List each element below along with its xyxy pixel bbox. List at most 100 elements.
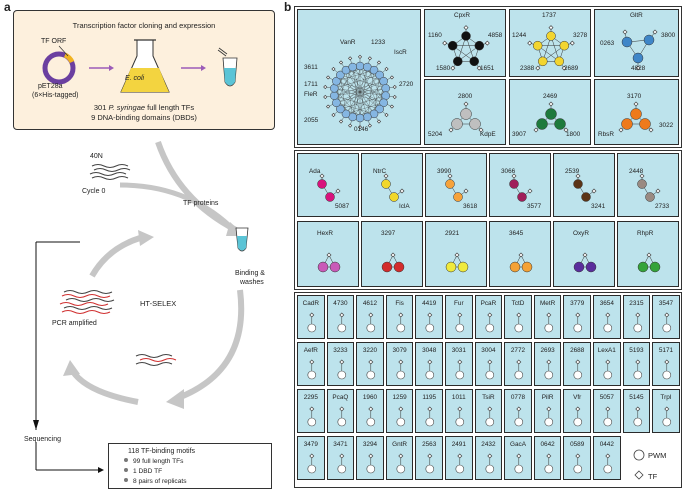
edge bbox=[359, 74, 380, 93]
edge bbox=[359, 88, 386, 93]
arrow-icon bbox=[89, 65, 114, 71]
singleton-node bbox=[485, 406, 494, 427]
cluster-title: RhpR bbox=[637, 230, 654, 237]
singleton-node bbox=[425, 312, 435, 333]
singleton-cell: 5171 bbox=[652, 342, 680, 386]
pair-network bbox=[381, 252, 405, 273]
pwm-node bbox=[330, 91, 339, 100]
singleton-node bbox=[573, 453, 583, 474]
singleton-cell: 2693 bbox=[533, 342, 562, 386]
singleton-label: 3479 bbox=[303, 441, 318, 448]
singleton-node bbox=[633, 406, 642, 427]
node-label: 2689 bbox=[564, 65, 579, 72]
pwm-node bbox=[389, 192, 399, 202]
singleton-node bbox=[425, 406, 435, 427]
tf-node bbox=[376, 119, 382, 124]
pwm-node bbox=[447, 40, 458, 51]
pwm-node bbox=[554, 118, 566, 130]
tf-node bbox=[450, 65, 456, 71]
node-label: VanR bbox=[340, 39, 356, 46]
pwm-node bbox=[573, 417, 583, 427]
selex-cycle-diagram bbox=[33, 141, 249, 473]
tf-node bbox=[454, 252, 460, 258]
dna-strands-icon bbox=[89, 164, 131, 180]
tf-node bbox=[399, 188, 405, 194]
cluster-title: 3645 bbox=[509, 230, 524, 237]
singleton-cell: 3004 bbox=[474, 342, 503, 386]
pwm-node bbox=[455, 323, 465, 333]
pwm-node bbox=[330, 84, 339, 93]
pair-network bbox=[509, 173, 533, 202]
singleton-node bbox=[514, 359, 524, 380]
tf-node bbox=[398, 406, 404, 412]
tf-node bbox=[392, 94, 397, 100]
tf-node bbox=[383, 173, 389, 179]
pwm-node bbox=[355, 61, 365, 71]
bullet-icon bbox=[124, 458, 128, 462]
pwm-node bbox=[603, 464, 613, 474]
rbsr-cluster-box bbox=[594, 79, 679, 145]
singleton-node bbox=[396, 406, 405, 427]
pwm-node bbox=[621, 118, 633, 130]
singleton-label: PilR bbox=[541, 394, 554, 401]
singleton-cell: AefR bbox=[297, 342, 325, 386]
singleton-label: MetR bbox=[539, 300, 556, 307]
tf-node bbox=[634, 312, 640, 318]
cloning-diagram bbox=[42, 39, 238, 93]
singleton-node bbox=[396, 359, 405, 380]
pwm-node bbox=[451, 118, 463, 130]
singleton-label: 3031 bbox=[451, 347, 466, 354]
cluster-2469-box bbox=[509, 79, 591, 145]
pwm-node bbox=[379, 98, 388, 108]
singleton-label: 2295 bbox=[303, 394, 318, 401]
tf-node bbox=[376, 60, 382, 65]
singleton-node bbox=[396, 453, 405, 474]
pair-network bbox=[445, 252, 469, 273]
singleton-cell: 0589 bbox=[563, 436, 591, 480]
pwm-node bbox=[645, 192, 655, 202]
node-label: 3800 bbox=[661, 32, 676, 39]
pwm-node bbox=[521, 261, 533, 273]
pwm-node bbox=[485, 323, 494, 333]
singleton-label: 1195 bbox=[422, 394, 437, 401]
node-label: 1233 bbox=[371, 39, 386, 46]
pwm-node bbox=[532, 40, 543, 51]
node-label: 1711 bbox=[304, 81, 318, 88]
singleton-label: 2432 bbox=[481, 441, 496, 448]
node-label: FleR bbox=[304, 91, 318, 98]
singleton-node bbox=[573, 406, 583, 427]
pair-cluster-box bbox=[361, 221, 423, 287]
tf-node bbox=[335, 188, 341, 194]
pwm-node bbox=[307, 417, 317, 427]
pwm-legend-icon bbox=[633, 449, 645, 461]
pair-cluster-box bbox=[617, 221, 679, 287]
result-title: 118 TF-binding motifs bbox=[128, 448, 196, 455]
pwm-node bbox=[337, 464, 346, 474]
singleton-label: Fis bbox=[395, 300, 404, 307]
tf-node bbox=[367, 56, 372, 61]
cloning-title: Transcription factor cloning and express… bbox=[72, 21, 216, 30]
pwm-node bbox=[366, 464, 376, 474]
tf-node bbox=[575, 406, 581, 412]
pair-cluster-box bbox=[361, 153, 423, 217]
singleton-node bbox=[603, 453, 613, 474]
pair-cluster-box bbox=[489, 221, 551, 287]
edge bbox=[340, 91, 361, 110]
pwm-node bbox=[536, 118, 548, 130]
tf-node bbox=[634, 359, 640, 365]
dna-strands-icon bbox=[135, 354, 177, 366]
tf-node bbox=[527, 188, 533, 194]
tf-node bbox=[478, 127, 484, 133]
singleton-label: 0589 bbox=[570, 441, 585, 448]
singleton-cell: 5145 bbox=[622, 389, 651, 433]
tf-node bbox=[309, 406, 315, 412]
pwm-node bbox=[329, 261, 341, 273]
edge bbox=[359, 91, 386, 96]
singleton-node bbox=[307, 312, 317, 333]
pair-network bbox=[445, 173, 469, 202]
cluster-title: 2469 bbox=[543, 93, 558, 100]
tf-node bbox=[427, 406, 433, 412]
pwm-node bbox=[381, 84, 390, 93]
tf-node bbox=[323, 84, 328, 90]
pair-cluster-box bbox=[297, 153, 359, 217]
